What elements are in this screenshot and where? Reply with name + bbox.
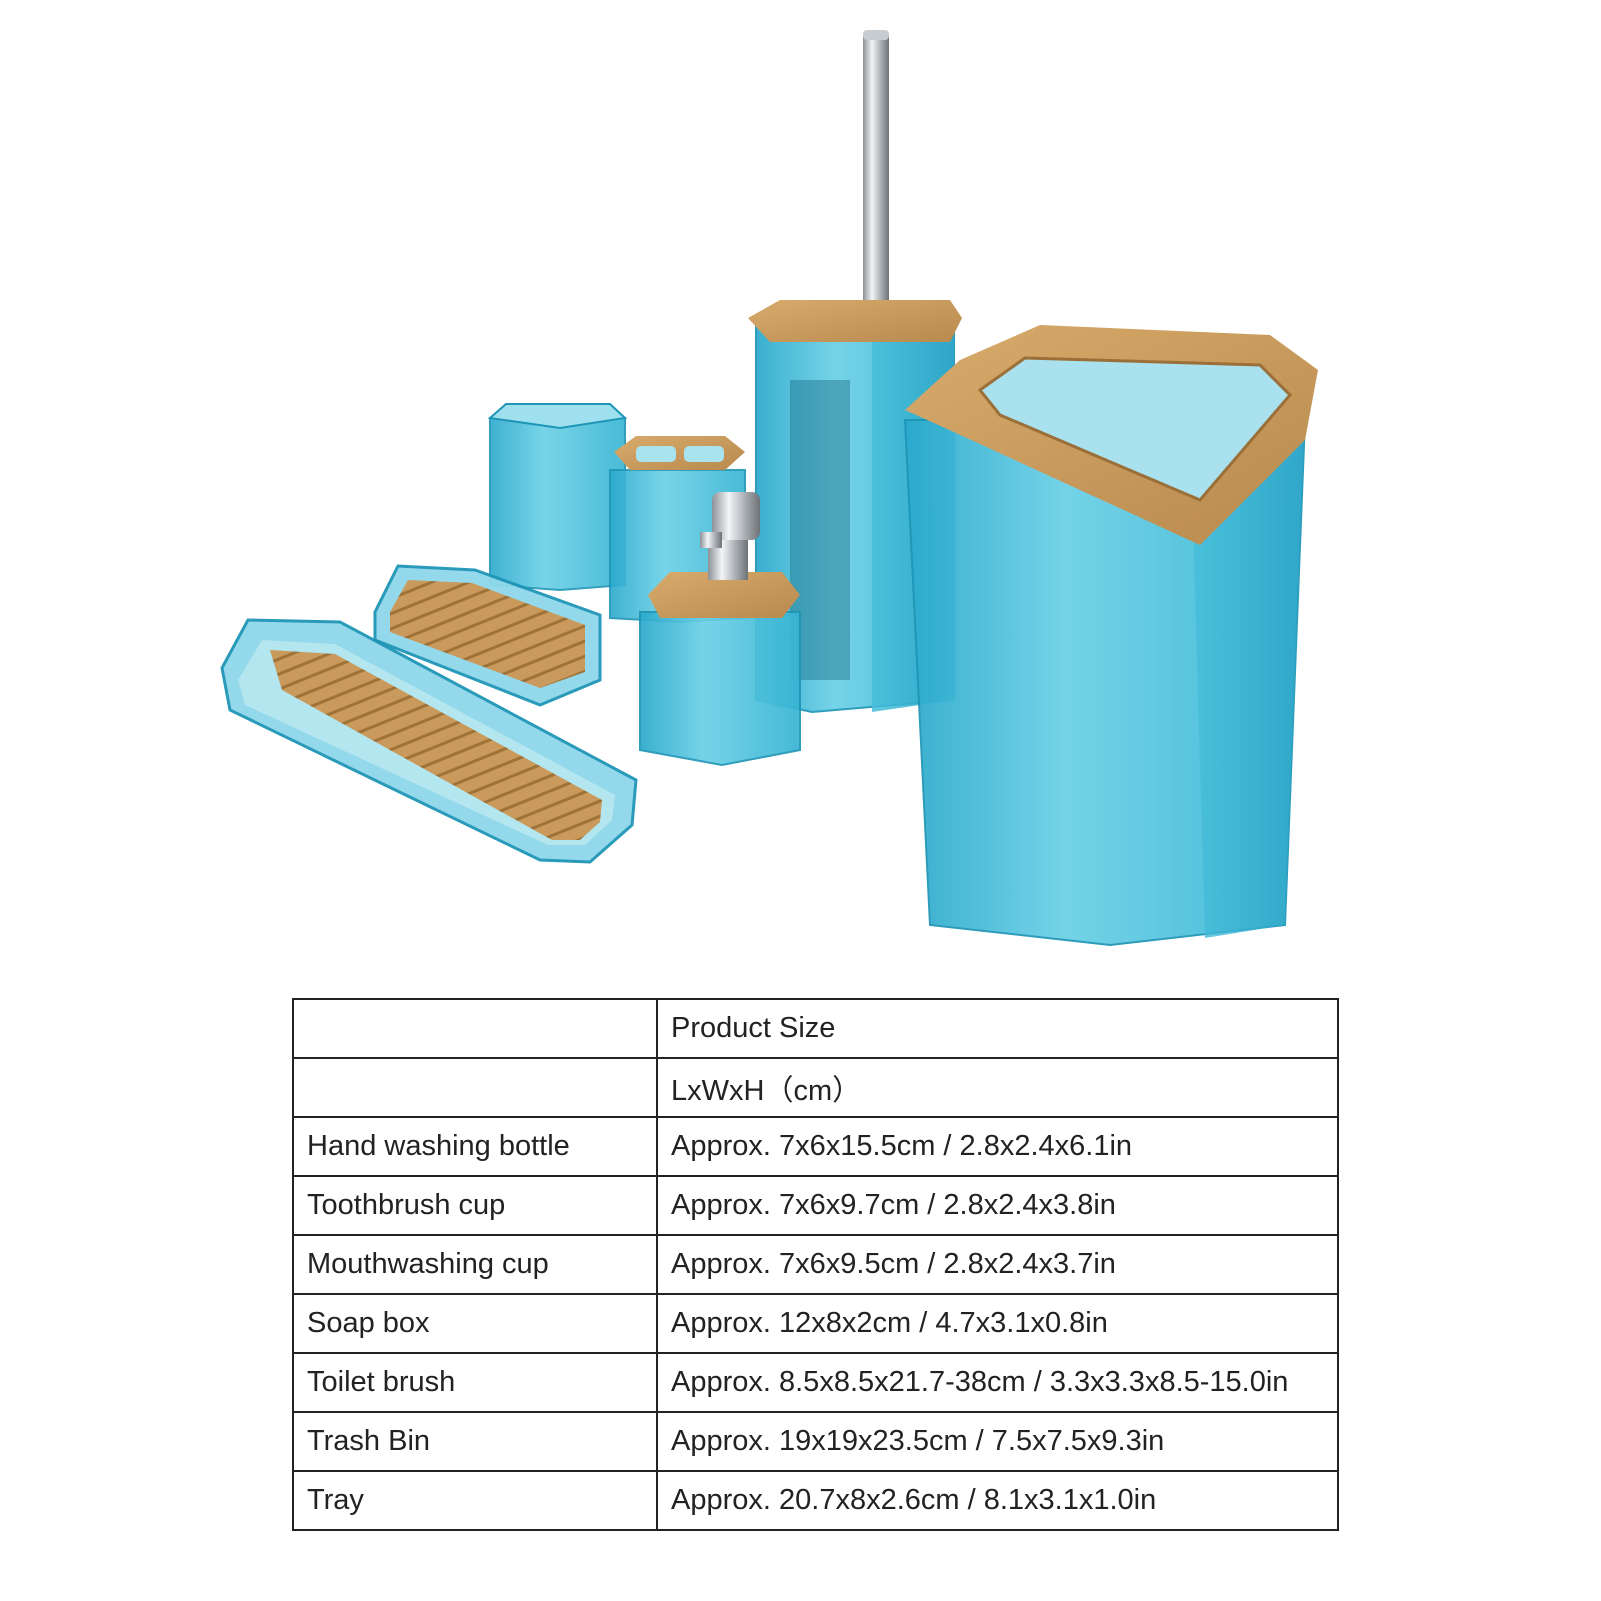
toilet-brush-holder — [748, 30, 962, 714]
table-row: Soap box Approx. 12x8x2cm / 4.7x3.1x0.8i… — [292, 1293, 1339, 1354]
hand-washing-bottle — [639, 492, 801, 767]
brush-holder-lid — [748, 300, 962, 342]
tray — [220, 618, 638, 864]
table-row: Mouthwashing cup Approx. 7x6x9.5cm / 2.8… — [292, 1234, 1339, 1295]
brush-handle — [863, 34, 889, 334]
item-name-cell: Toothbrush cup — [292, 1175, 658, 1236]
trash-bin — [903, 325, 1318, 947]
item-size-cell: Approx. 19x19x23.5cm / 7.5x7.5x9.3in — [656, 1411, 1339, 1472]
table-row: Trash Bin Approx. 19x19x23.5cm / 7.5x7.5… — [292, 1411, 1339, 1472]
table-row: Tray Approx. 20.7x8x2.6cm / 8.1x3.1x1.0i… — [292, 1470, 1339, 1531]
table-header-row: LxWxH（cm） — [292, 1057, 1339, 1118]
header-label-cell — [292, 1057, 658, 1118]
item-name-cell: Mouthwashing cup — [292, 1234, 658, 1295]
item-name-cell: Tray — [292, 1470, 658, 1531]
product-size-table: Product Size LxWxH（cm） Hand washing bott… — [292, 998, 1339, 1531]
header-units-cell: LxWxH（cm） — [656, 1057, 1339, 1118]
item-size-cell: Approx. 7x6x9.5cm / 2.8x2.4x3.7in — [656, 1234, 1339, 1295]
table-row: Toothbrush cup Approx. 7x6x9.7cm / 2.8x2… — [292, 1175, 1339, 1236]
mouthwashing-cup — [487, 403, 628, 592]
table-header-row: Product Size — [292, 998, 1339, 1059]
header-product-size-cell: Product Size — [656, 998, 1339, 1059]
header-label-cell — [292, 998, 658, 1059]
item-size-cell: Approx. 20.7x8x2.6cm / 8.1x3.1x1.0in — [656, 1470, 1339, 1531]
pump-head — [712, 492, 760, 540]
toothbrush-cup-lid — [614, 436, 745, 470]
soap-box — [373, 564, 602, 707]
item-size-cell: Approx. 7x6x15.5cm / 2.8x2.4x6.1in — [656, 1116, 1339, 1177]
item-size-cell: Approx. 7x6x9.7cm / 2.8x2.4x3.8in — [656, 1175, 1339, 1236]
item-name-cell: Toilet brush — [292, 1352, 658, 1413]
soap-box-slats — [390, 580, 585, 688]
item-name-cell: Soap box — [292, 1293, 658, 1354]
tray-slats — [270, 650, 602, 840]
bottle-lid — [648, 572, 800, 618]
item-name-cell: Hand washing bottle — [292, 1116, 658, 1177]
table-row: Hand washing bottle Approx. 7x6x15.5cm /… — [292, 1116, 1339, 1177]
item-name-cell: Trash Bin — [292, 1411, 658, 1472]
product-photo — [220, 30, 1318, 947]
item-size-cell: Approx. 8.5x8.5x21.7-38cm / 3.3x3.3x8.5-… — [656, 1352, 1339, 1413]
table-row: Toilet brush Approx. 8.5x8.5x21.7-38cm /… — [292, 1352, 1339, 1413]
item-size-cell: Approx. 12x8x2cm / 4.7x3.1x0.8in — [656, 1293, 1339, 1354]
